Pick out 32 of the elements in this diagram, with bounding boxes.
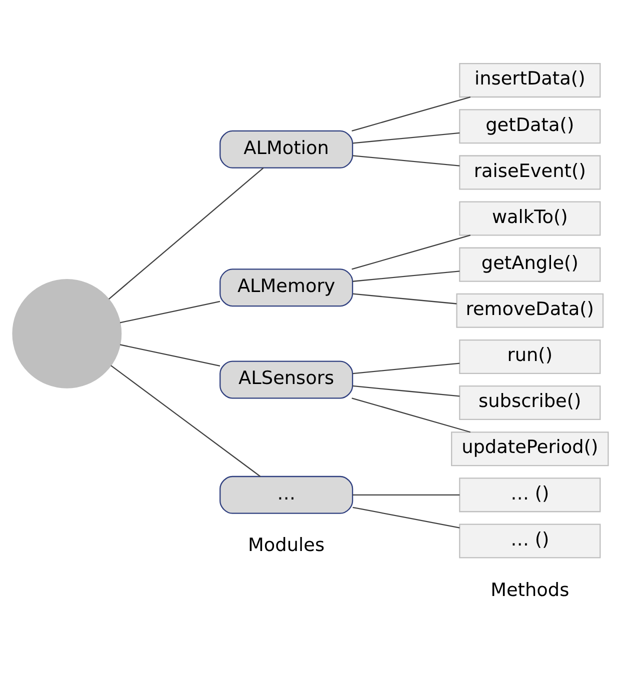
node-box: … <box>220 476 354 514</box>
node-box: … () <box>459 478 601 512</box>
node-circle <box>12 278 122 388</box>
node-box: ALMotion <box>220 130 354 168</box>
connector <box>352 385 460 397</box>
connector <box>352 506 460 528</box>
node-box: updatePeriod() <box>451 432 609 466</box>
node-box: removeData() <box>456 293 604 328</box>
label: Modules <box>248 535 325 556</box>
connector <box>352 270 460 282</box>
node-box: insertData() <box>459 63 601 98</box>
node-box: walkTo() <box>459 201 601 236</box>
node-box: ALSensors <box>220 360 354 399</box>
connector <box>352 155 460 166</box>
connector <box>352 234 471 270</box>
connector <box>352 132 460 144</box>
connector <box>120 344 220 366</box>
connector <box>352 362 460 374</box>
label: Methods <box>490 580 570 602</box>
connector <box>352 96 471 132</box>
node-box: … () <box>459 524 601 558</box>
connector <box>352 293 457 304</box>
connector <box>108 167 264 300</box>
connector <box>120 300 220 324</box>
node-box: getAngle() <box>459 247 601 282</box>
node-box: getData() <box>459 109 601 144</box>
node-box: ALMemory <box>220 268 354 307</box>
connector <box>352 494 460 496</box>
node-box: run() <box>459 339 601 374</box>
connector <box>110 365 261 477</box>
node-box: raiseEvent() <box>459 155 601 190</box>
node-box: subscribe() <box>459 386 601 420</box>
